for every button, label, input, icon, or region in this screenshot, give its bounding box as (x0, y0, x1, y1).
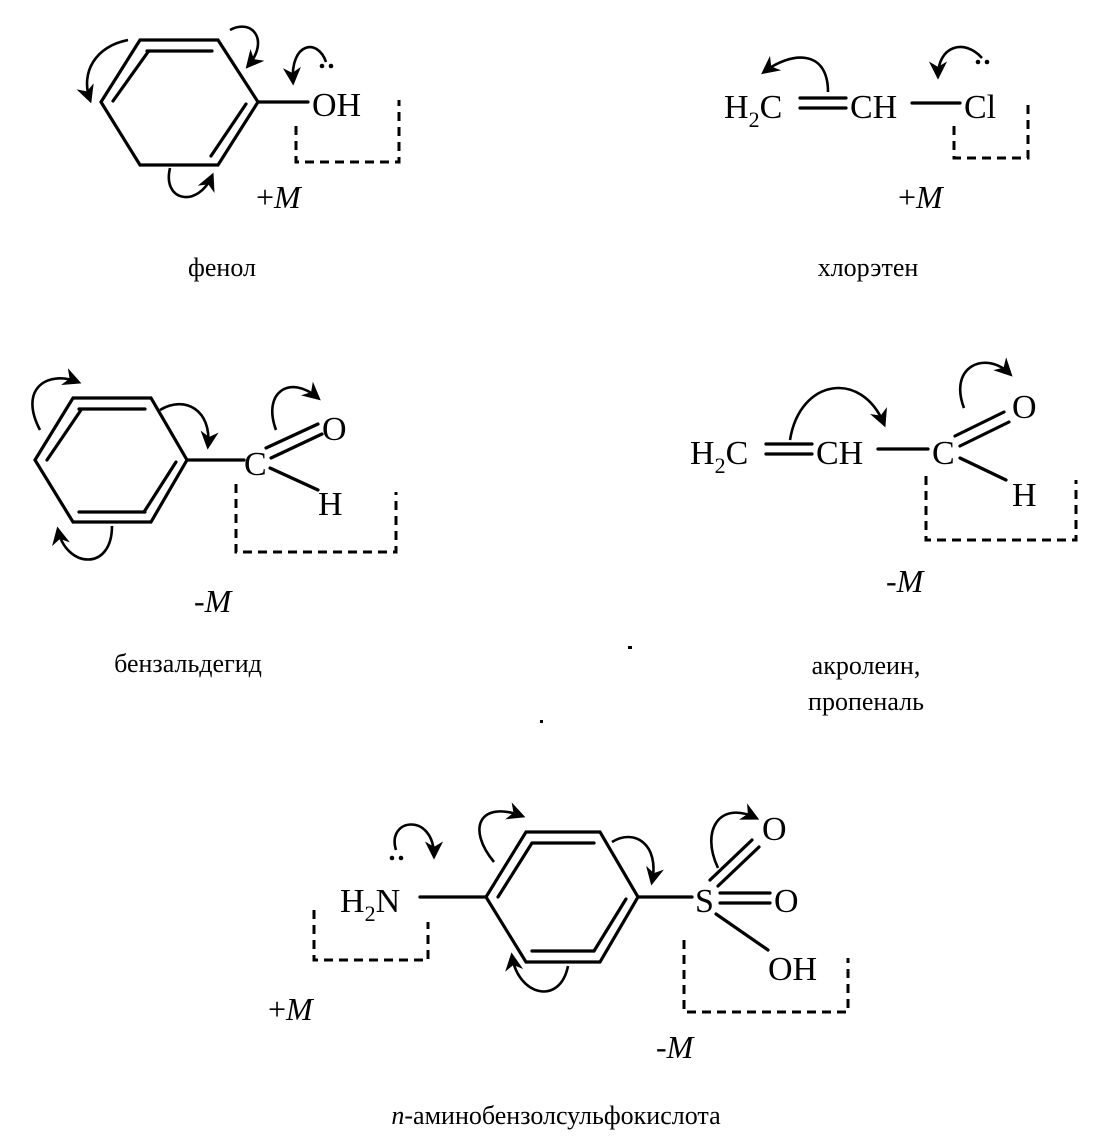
sulfanilic-h2n-label: H2N (340, 883, 400, 926)
acrolein-o-label: O (1012, 389, 1037, 426)
benzaldehyde-c-label: C (244, 446, 267, 483)
acrolein-substituent-box (924, 476, 1078, 542)
lone-pair-dots (975, 59, 990, 65)
chloroethene-ch-label: CH (850, 89, 897, 126)
benzaldehyde-benzene-ring (33, 396, 189, 524)
phenol-caption: фенол (188, 253, 256, 282)
curved-arrow-icon (788, 357, 1013, 441)
acrolein-h2c-label: H2C (690, 435, 748, 478)
sulfanilic-amine-box (312, 910, 430, 962)
sulfanilic-oh-label: OH (768, 951, 817, 988)
chloroethene-caption: хлорэтен (818, 253, 919, 282)
benzaldehyde-substituent-box (234, 484, 398, 554)
acrolein-c-label: C (932, 435, 955, 472)
sulfanilic-acid-structure: H2N S O O OH +M (268, 802, 850, 1130)
phenol-oh-label: OH (312, 87, 361, 124)
acrolein-c-o-double-bond (953, 410, 1006, 438)
benzaldehyde-o-label: O (322, 411, 347, 448)
sulfanilic-right-effect-label: -M (656, 1029, 696, 1065)
scan-speck (540, 720, 543, 723)
benzaldehyde-c-o-double-bond (264, 422, 320, 450)
curved-arrow-icon (761, 45, 983, 93)
curved-arrow-icon (31, 368, 321, 561)
benzaldehyde-effect-label: -M (194, 583, 234, 619)
lone-pair-dots (319, 63, 334, 69)
phenol-benzene-ring (99, 38, 260, 167)
benzaldehyde-c-h-bond (268, 466, 320, 492)
acrolein-caption-line1: акролеин, (812, 651, 921, 680)
chloroethene-cl-label: Cl (964, 89, 996, 126)
acrolein-ch-label: CH (816, 435, 863, 472)
sulfanilic-o-top-label: O (762, 811, 787, 848)
acrolein-effect-label: -M (886, 563, 926, 599)
acrolein-c-h-bond (958, 456, 1008, 482)
sulfanilic-benzene-ring (484, 830, 640, 964)
sulfanilic-left-effect-label: +M (268, 991, 315, 1027)
sulfanilic-sulfo-box (682, 940, 850, 1014)
benzaldehyde-caption: бензальдегид (114, 649, 262, 678)
acrolein-h-label: H (1012, 477, 1037, 514)
lone-pair-dots (389, 855, 404, 861)
sulfanilic-s-label: S (695, 883, 714, 920)
chloroethene-substituent-box (952, 100, 1030, 160)
phenol-structure: OH +M фенол (76, 25, 401, 282)
acrolein-caption-line2: пропеналь (808, 687, 924, 716)
chloroethene-h2c-label: H2C (724, 89, 782, 132)
chloroethene-effect-label: +M (898, 179, 945, 215)
benzaldehyde-h-label: H (318, 486, 343, 523)
sulfanilic-s-o-top-double-bond (708, 838, 754, 882)
sulfanilic-o-right-label: O (774, 883, 799, 920)
phenol-substituent-box (294, 100, 401, 164)
benzaldehyde-structure: C O H -M бензальдегид (31, 368, 398, 678)
scan-speck (628, 646, 632, 649)
sulfanilic-s-oh-bond (714, 912, 770, 952)
acrolein-structure: H2C CH C O H -M акролеин, пропеналь (690, 357, 1078, 716)
phenol-effect-label: +M (256, 179, 303, 215)
sulfanilic-caption: п-аминобензолсульфокислота (391, 1101, 721, 1130)
chloroethene-structure: H2C CH Cl +M хлорэтен (724, 45, 1030, 282)
curved-arrow-icon (393, 802, 760, 993)
curved-arrow-icon (76, 25, 328, 199)
